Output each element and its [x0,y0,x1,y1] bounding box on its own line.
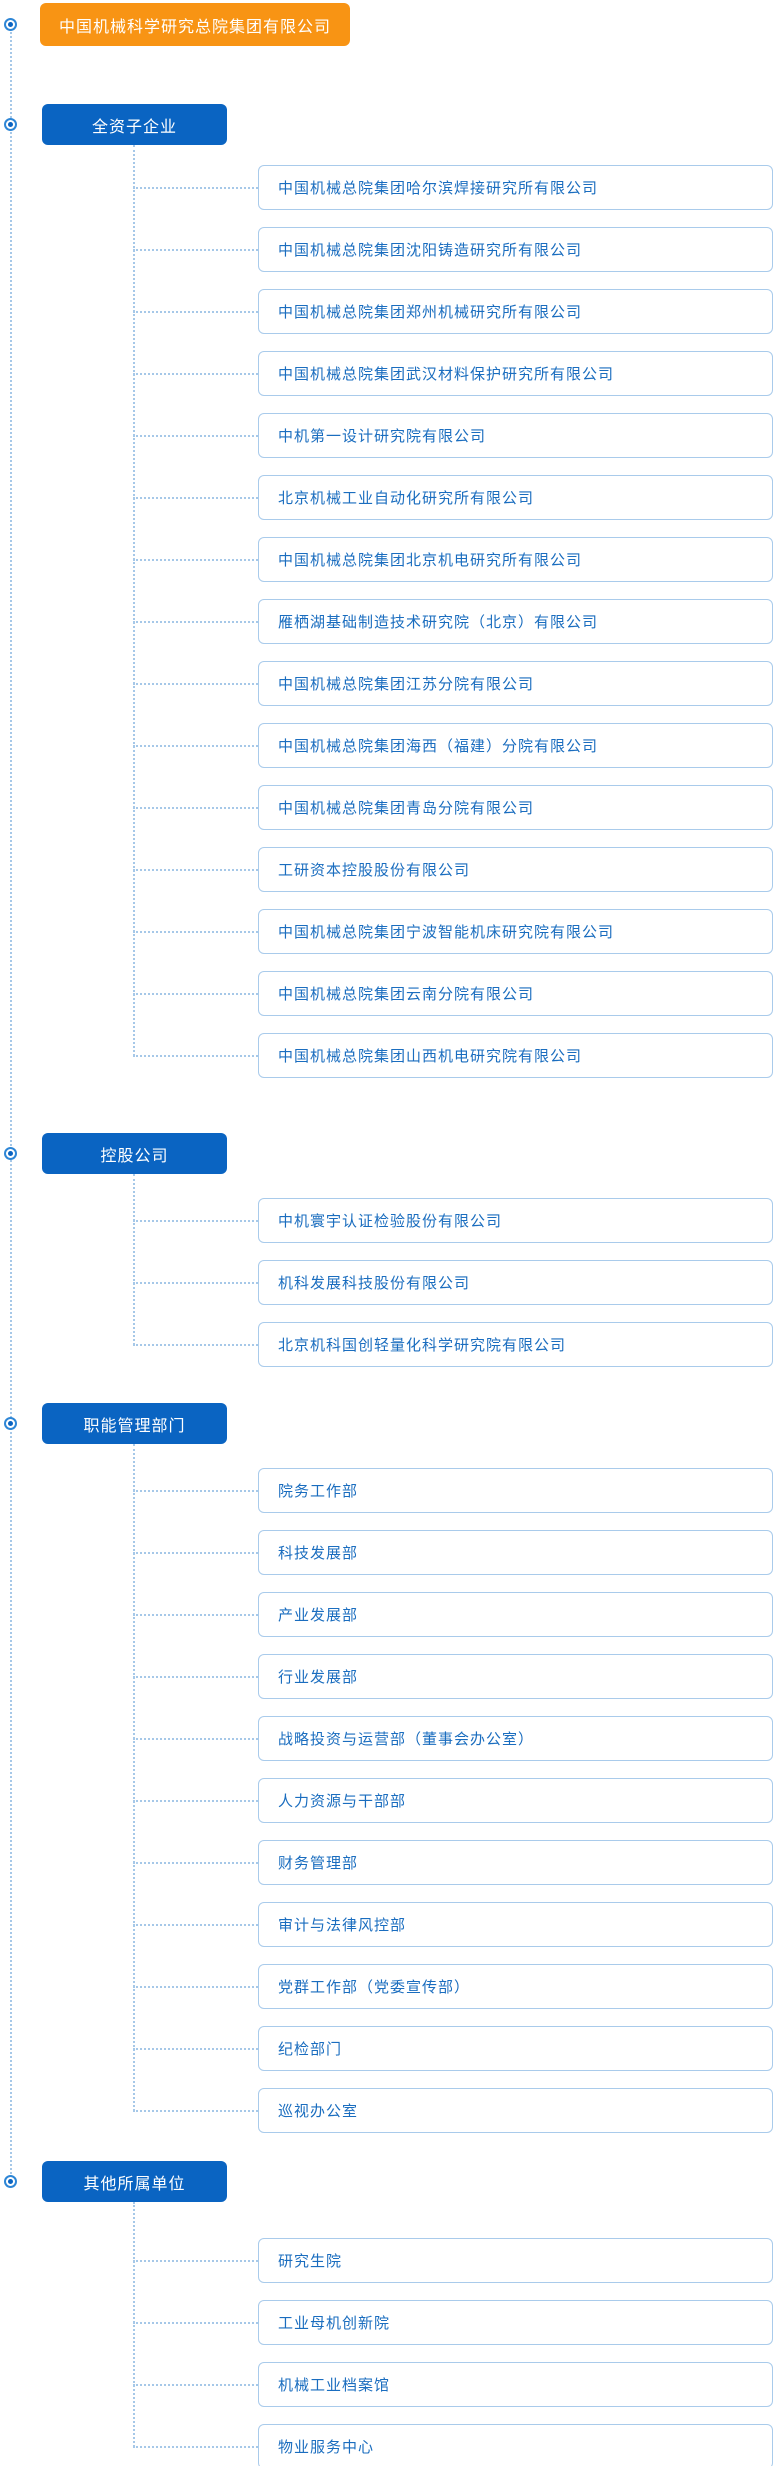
branch-horizontal-line [133,806,258,809]
branch-horizontal-line [133,1343,258,1346]
root-node-box: 中国机械科学研究总院集团有限公司 [40,3,350,46]
branch-horizontal-line [133,2259,258,2262]
org-item-box[interactable]: 纪检部门 [258,2026,773,2071]
branch-vertical-line [133,145,135,1056]
org-item-box[interactable]: 院务工作部 [258,1468,773,1513]
branch-horizontal-line [133,186,258,189]
org-item-box[interactable]: 雁栖湖基础制造技术研究院（北京）有限公司 [258,599,773,644]
org-item-box[interactable]: 中国机械总院集团青岛分院有限公司 [258,785,773,830]
org-item-box[interactable]: 中国机械总院集团郑州机械研究所有限公司 [258,289,773,334]
org-item-box[interactable]: 北京机械工业自动化研究所有限公司 [258,475,773,520]
org-item-box[interactable]: 机械工业档案馆 [258,2362,773,2407]
branch-horizontal-line [133,1675,258,1678]
org-item-box[interactable]: 中国机械总院集团哈尔滨焊接研究所有限公司 [258,165,773,210]
branch-horizontal-line [133,1551,258,1554]
branch-horizontal-line [133,682,258,685]
branch-vertical-line [133,1444,135,2111]
org-item-box[interactable]: 中国机械总院集团云南分院有限公司 [258,971,773,1016]
org-item-box[interactable]: 中国机械总院集团沈阳铸造研究所有限公司 [258,227,773,272]
bullseye-icon [4,17,17,31]
category-box-3: 职能管理部门 [42,1403,227,1444]
branch-horizontal-line [133,1985,258,1988]
branch-horizontal-line [133,2383,258,2386]
bullseye-icon [4,1147,17,1160]
branch-horizontal-line [133,248,258,251]
branch-horizontal-line [133,868,258,871]
org-item-box[interactable]: 中国机械总院集团江苏分院有限公司 [258,661,773,706]
branch-horizontal-line [133,496,258,499]
org-item-box[interactable]: 行业发展部 [258,1654,773,1699]
org-item-box[interactable]: 研究生院 [258,2238,773,2283]
org-item-box[interactable]: 中机寰宇认证检验股份有限公司 [258,1198,773,1243]
tree-vertical-line [10,24,12,2182]
branch-horizontal-line [133,558,258,561]
org-item-box[interactable]: 战略投资与运营部（董事会办公室） [258,1716,773,1761]
org-item-box[interactable]: 巡视办公室 [258,2088,773,2133]
branch-horizontal-line [133,2047,258,2050]
org-item-box[interactable]: 中国机械总院集团宁波智能机床研究院有限公司 [258,909,773,954]
org-item-box[interactable]: 人力资源与干部部 [258,1778,773,1823]
branch-horizontal-line [133,2321,258,2324]
branch-horizontal-line [133,1923,258,1926]
branch-vertical-line [133,1174,135,1345]
branch-horizontal-line [133,1054,258,1057]
org-item-box[interactable]: 科技发展部 [258,1530,773,1575]
org-item-box[interactable]: 中国机械总院集团海西（福建）分院有限公司 [258,723,773,768]
branch-horizontal-line [133,1281,258,1284]
org-item-box[interactable]: 中国机械总院集团北京机电研究所有限公司 [258,537,773,582]
category-box-1: 全资子企业 [42,104,227,145]
bullseye-icon [4,1417,17,1430]
branch-horizontal-line [133,2445,258,2448]
bullseye-icon [4,118,17,131]
org-item-box[interactable]: 党群工作部（党委宣传部） [258,1964,773,2009]
org-item-box[interactable]: 财务管理部 [258,1840,773,1885]
branch-horizontal-line [133,744,258,747]
branch-horizontal-line [133,1799,258,1802]
branch-horizontal-line [133,1737,258,1740]
category-box-4: 其他所属单位 [42,2161,227,2202]
branch-horizontal-line [133,1861,258,1864]
branch-horizontal-line [133,434,258,437]
branch-horizontal-line [133,310,258,313]
org-item-box[interactable]: 中国机械总院集团山西机电研究院有限公司 [258,1033,773,1078]
org-item-box[interactable]: 审计与法律风控部 [258,1902,773,1947]
branch-horizontal-line [133,2109,258,2112]
org-item-box[interactable]: 北京机科国创轻量化科学研究院有限公司 [258,1322,773,1367]
org-item-box[interactable]: 工业母机创新院 [258,2300,773,2345]
branch-horizontal-line [133,620,258,623]
category-box-2: 控股公司 [42,1133,227,1174]
branch-horizontal-line [133,1489,258,1492]
org-item-box[interactable]: 工研资本控股股份有限公司 [258,847,773,892]
bullseye-icon [4,2175,17,2188]
branch-vertical-line [133,2202,135,2447]
org-item-box[interactable]: 中机第一设计研究院有限公司 [258,413,773,458]
branch-horizontal-line [133,992,258,995]
branch-horizontal-line [133,1219,258,1222]
org-item-box[interactable]: 物业服务中心 [258,2424,773,2466]
branch-horizontal-line [133,1613,258,1616]
org-item-box[interactable]: 机科发展科技股份有限公司 [258,1260,773,1305]
org-item-box[interactable]: 中国机械总院集团武汉材料保护研究所有限公司 [258,351,773,396]
branch-horizontal-line [133,930,258,933]
org-item-box[interactable]: 产业发展部 [258,1592,773,1637]
branch-horizontal-line [133,372,258,375]
